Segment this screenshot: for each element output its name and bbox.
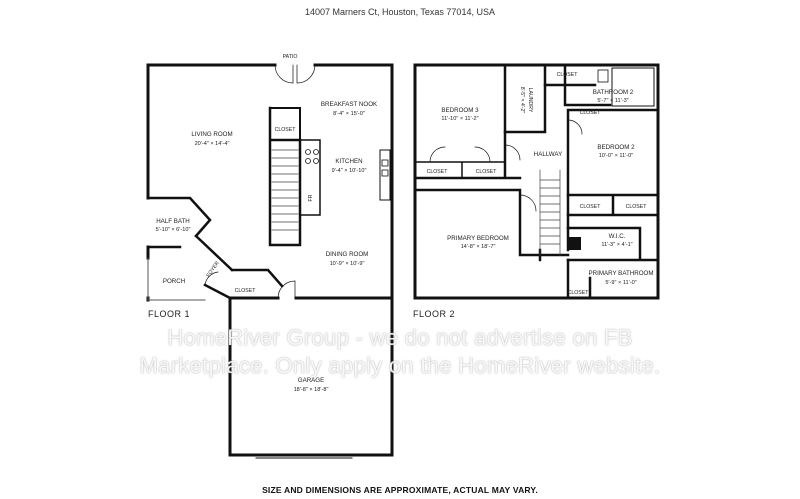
room-label: CLOSET: [626, 204, 648, 210]
room-dims: 20'-4" × 14'-4": [195, 141, 230, 147]
room-label: PRIMARY BATHROOM: [589, 270, 654, 277]
wic-walls: [566, 226, 660, 262]
chimney-block: [568, 237, 581, 250]
sink: [381, 169, 389, 177]
room-label: CLOSET: [557, 72, 579, 78]
room-label: LAUNDRY: [527, 88, 533, 113]
toilet: [597, 69, 609, 83]
bedroom3-walls: [413, 63, 522, 180]
room-dims: 5'-10" × 6'-10": [156, 227, 191, 233]
cooktop-burner: [305, 149, 311, 155]
door-swing: [504, 119, 583, 161]
bathroom2-walls: [543, 63, 660, 252]
foyer-walls: [194, 234, 284, 300]
cooktop-burner: [305, 158, 311, 164]
kitchen-island: [379, 149, 391, 201]
door-swing: [277, 280, 296, 299]
floor1-label: FLOOR 1: [148, 309, 191, 319]
room-label: CLOSET: [476, 169, 498, 175]
stair-walls: [268, 106, 302, 247]
room-label: BEDROOM 3: [441, 107, 479, 114]
room-label: PATIO: [283, 54, 298, 60]
garage-door: [255, 454, 353, 459]
room-label: CLOSET: [580, 204, 602, 210]
room-dims: 8'-4" × 15'-0": [333, 111, 365, 117]
sink: [381, 159, 389, 167]
door-swing: [519, 194, 537, 212]
door-swing: [274, 64, 316, 84]
cooktop-burner: [313, 149, 319, 155]
room-label: GARAGE: [298, 377, 324, 384]
room-label: LIVING ROOM: [191, 131, 232, 138]
stairs-floor2: [539, 169, 561, 256]
disclaimer: SIZE AND DIMENSIONS ARE APPROXIMATE, ACT…: [262, 485, 538, 495]
porch-outline: [147, 257, 206, 301]
door-swing: [204, 271, 219, 286]
room-dims: 9'-4" × 10'-10": [332, 168, 367, 174]
bedroom2-closet-walls: [566, 193, 660, 217]
room-label: CLOSET: [568, 290, 590, 296]
room-label: FOYER: [206, 260, 221, 278]
primary-bath-walls: [566, 258, 592, 300]
room-dims: 5'-7" × 11'-3": [597, 98, 628, 104]
floor1-labels: PATIO BREAKFAST NOOK 8'-4" × 15'-0" LIVI…: [156, 54, 378, 393]
room-dims: 11'-10" × 11'-2": [441, 116, 478, 122]
room-dims: 5'-9" × 11'-0": [605, 280, 636, 286]
room-label: KITCHEN: [335, 158, 362, 165]
room-label: BATHROOM 2: [593, 89, 634, 96]
room-label: W.I.C.: [609, 233, 626, 240]
property-address: 14007 Marners Ct, Houston, Texas 77014, …: [305, 7, 495, 17]
floor2-exterior-walls: [413, 63, 660, 300]
room-dims: 8'-5" × 4'-2": [519, 87, 525, 114]
room-label: FR: [308, 194, 314, 201]
floor1-plan: [146, 63, 394, 459]
room-label: HALLWAY: [534, 151, 562, 158]
room-dims: 10'-9" × 10'-9": [330, 261, 365, 267]
kitchen-counter: [299, 139, 321, 216]
room-label: CLOSET: [580, 110, 602, 116]
room-label: CLOSET: [235, 288, 257, 294]
floor2-label: FLOOR 2: [413, 309, 456, 319]
room-label: HALF BATH: [156, 218, 190, 225]
room-dims: 11'-3" × 4'-1": [601, 242, 632, 248]
watermark-line1: HomeRiver Group - we do not advertise on…: [167, 325, 633, 350]
room-dims: 14'-8" × 18'-7": [461, 244, 496, 250]
watermark-line2: Marketplace. Only apply on the HomeRiver…: [139, 353, 661, 378]
room-label: DINING ROOM: [326, 251, 369, 258]
room-label: CLOSET: [427, 169, 449, 175]
room-label: BREAKFAST NOOK: [321, 101, 378, 108]
closet-walls: [269, 107, 301, 141]
stairs: [271, 149, 299, 231]
floor2-labels: BEDROOM 3 11'-10" × 11'-2" LAUNDRY 8'-5"…: [427, 72, 654, 296]
cooktop-burner: [313, 158, 319, 164]
room-dims: 18'-8" × 18'-8": [294, 387, 329, 393]
door-swing: [429, 146, 491, 163]
room-label: CLOSET: [275, 127, 297, 133]
room-label: PRIMARY BEDROOM: [447, 235, 509, 242]
room-dims: 10'-0" × 11'-0": [599, 153, 633, 159]
laundry-walls: [503, 63, 547, 134]
bathtub: [611, 67, 655, 107]
half-bath-walls: [146, 196, 212, 249]
room-label: BEDROOM 2: [597, 144, 635, 151]
room-label: PORCH: [163, 278, 185, 285]
floor2-plan: [413, 63, 660, 300]
